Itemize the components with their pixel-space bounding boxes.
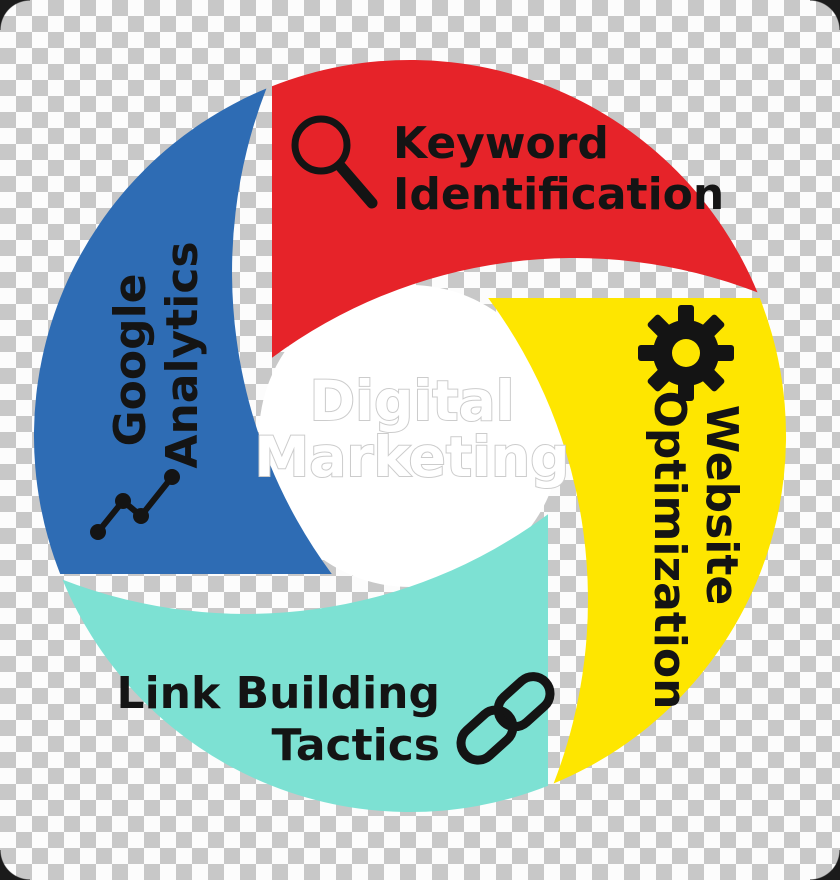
line-chart-icon [90,469,180,540]
center-title-line1: Digital [310,369,515,433]
segment-label-link-building: Link Building [117,668,440,719]
segment-website-optimization [488,298,787,784]
center-circle [259,285,561,587]
segment-label-website: Website [696,405,747,605]
segment-label-optimization: Optimization [644,391,695,710]
segment-label-google: Google [105,274,156,447]
center-title-line2: Marketing [254,425,569,489]
segment-link-building-tactics [62,514,548,813]
magnifier-icon [291,115,378,209]
segment-label-keyword: Keyword [393,118,609,169]
segment-label-tactics: Tactics [271,720,440,771]
segment-label-identification: Identification [393,169,724,220]
segment-google-analytics [33,88,332,574]
chain-link-icon [456,672,555,765]
gear-icon [638,305,734,401]
segment-keyword-identification [272,59,758,358]
segment-label-analytics: Analytics [157,241,208,468]
